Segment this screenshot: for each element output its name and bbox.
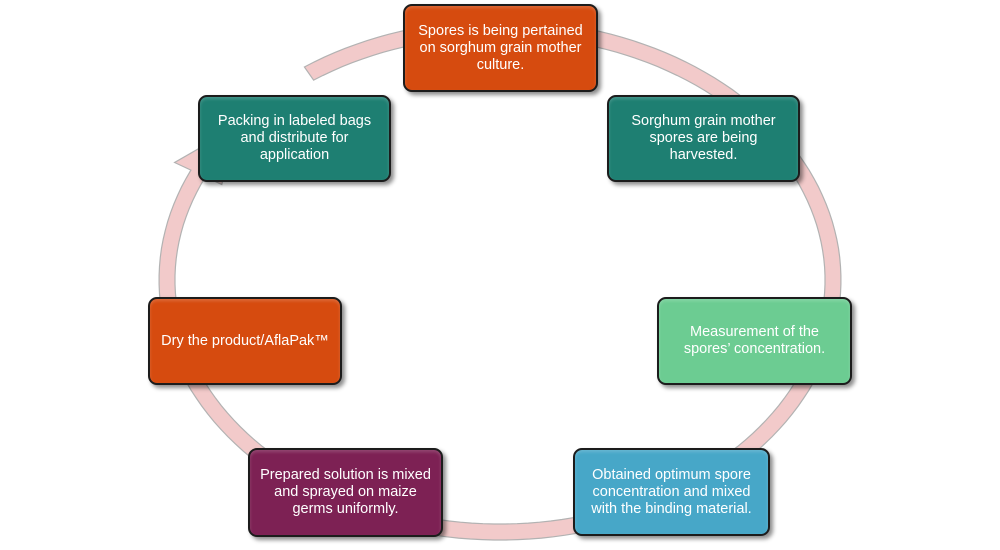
step-measure-concentration-text: Measurement of the spores’ concentration… <box>683 324 826 357</box>
step-spray-maize-text: Prepared solution is mixed and sprayed o… <box>260 467 431 517</box>
step-spray-maize: Prepared solution is mixed and sprayed o… <box>248 448 443 537</box>
step-harvest-spores: Sorghum grain mother spores are being ha… <box>607 95 800 182</box>
step-spore-culture-text: Spores is being pertained on sorghum gra… <box>418 22 583 73</box>
step-dry-product: Dry the product/AflaPak™ <box>148 297 342 385</box>
step-spore-culture: Spores is being pertained on sorghum gra… <box>403 4 598 92</box>
step-harvest-spores-text: Sorghum grain mother spores are being ha… <box>631 113 776 163</box>
step-mix-binding: Obtained optimum spore concentration and… <box>573 448 770 536</box>
step-dry-product-text: Dry the product/AflaPak™ <box>161 332 329 349</box>
step-pack-distribute-text: Packing in labeled bags and distribute f… <box>217 113 372 163</box>
step-measure-concentration: Measurement of the spores’ concentration… <box>657 297 852 385</box>
step-mix-binding-text: Obtained optimum spore concentration and… <box>591 466 752 517</box>
step-pack-distribute: Packing in labeled bags and distribute f… <box>198 95 391 182</box>
